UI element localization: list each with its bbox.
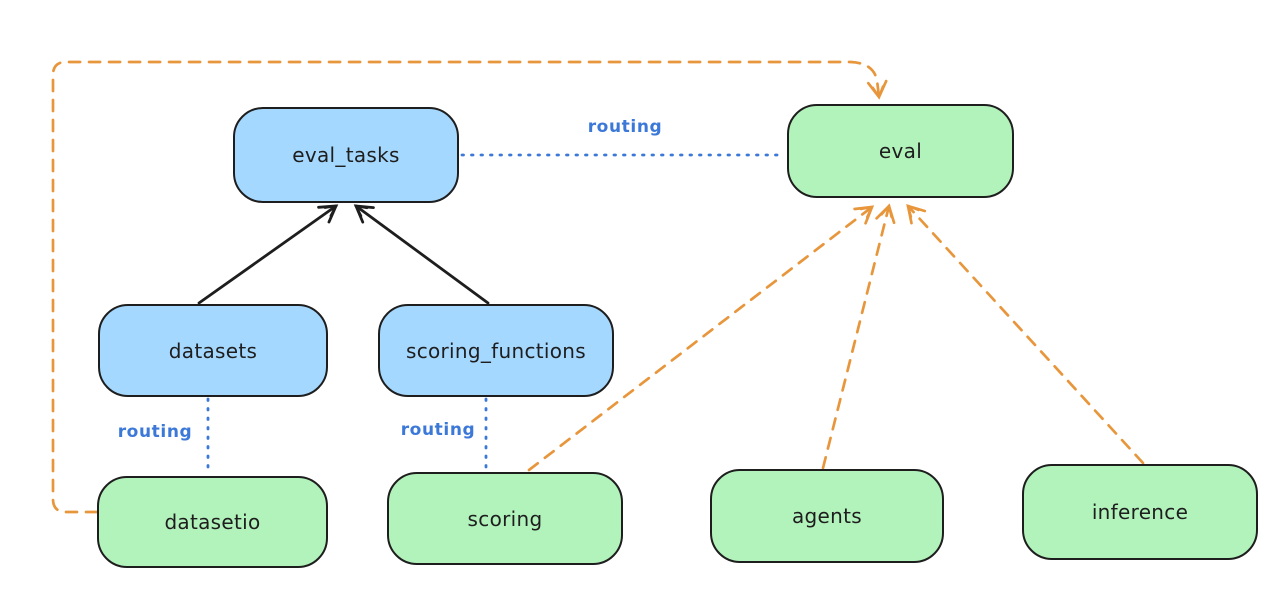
- node-datasetio-label: datasetio: [164, 510, 261, 534]
- edge-agents-to-eval: [821, 203, 896, 470]
- routing-label-datasets-datasetio: routing: [117, 422, 193, 442]
- node-eval-tasks-label: eval_tasks: [292, 143, 400, 167]
- node-inference-label: inference: [1091, 500, 1189, 524]
- node-scoring-label: scoring: [467, 506, 543, 531]
- node-scoring: scoring: [387, 472, 623, 565]
- node-datasets: datasets: [98, 304, 328, 397]
- edge-datasets-to-eval-tasks: [197, 204, 339, 305]
- node-datasetio: datasetio: [97, 476, 328, 568]
- node-eval-label: eval: [878, 139, 923, 163]
- edge-inference-to-eval: [906, 204, 1145, 465]
- node-eval: eval: [787, 104, 1014, 198]
- node-agents: agents: [710, 469, 944, 563]
- node-inference: inference: [1022, 464, 1258, 560]
- routing-label-eval-tasks-eval: routing: [587, 117, 663, 137]
- node-agents-label: agents: [792, 504, 862, 528]
- edge-scoring-to-eval: [527, 205, 875, 472]
- edge-scoring-functions-to-eval-tasks: [353, 204, 490, 305]
- node-eval-tasks: eval_tasks: [233, 107, 459, 203]
- edge-datasetio-to-eval: [51, 60, 888, 514]
- node-datasets-label: datasets: [168, 338, 258, 363]
- node-scoring-functions: scoring_functions: [378, 304, 614, 397]
- node-scoring-functions-label: scoring_functions: [405, 338, 587, 363]
- routing-label-scoring-functions-scoring: routing: [400, 420, 476, 440]
